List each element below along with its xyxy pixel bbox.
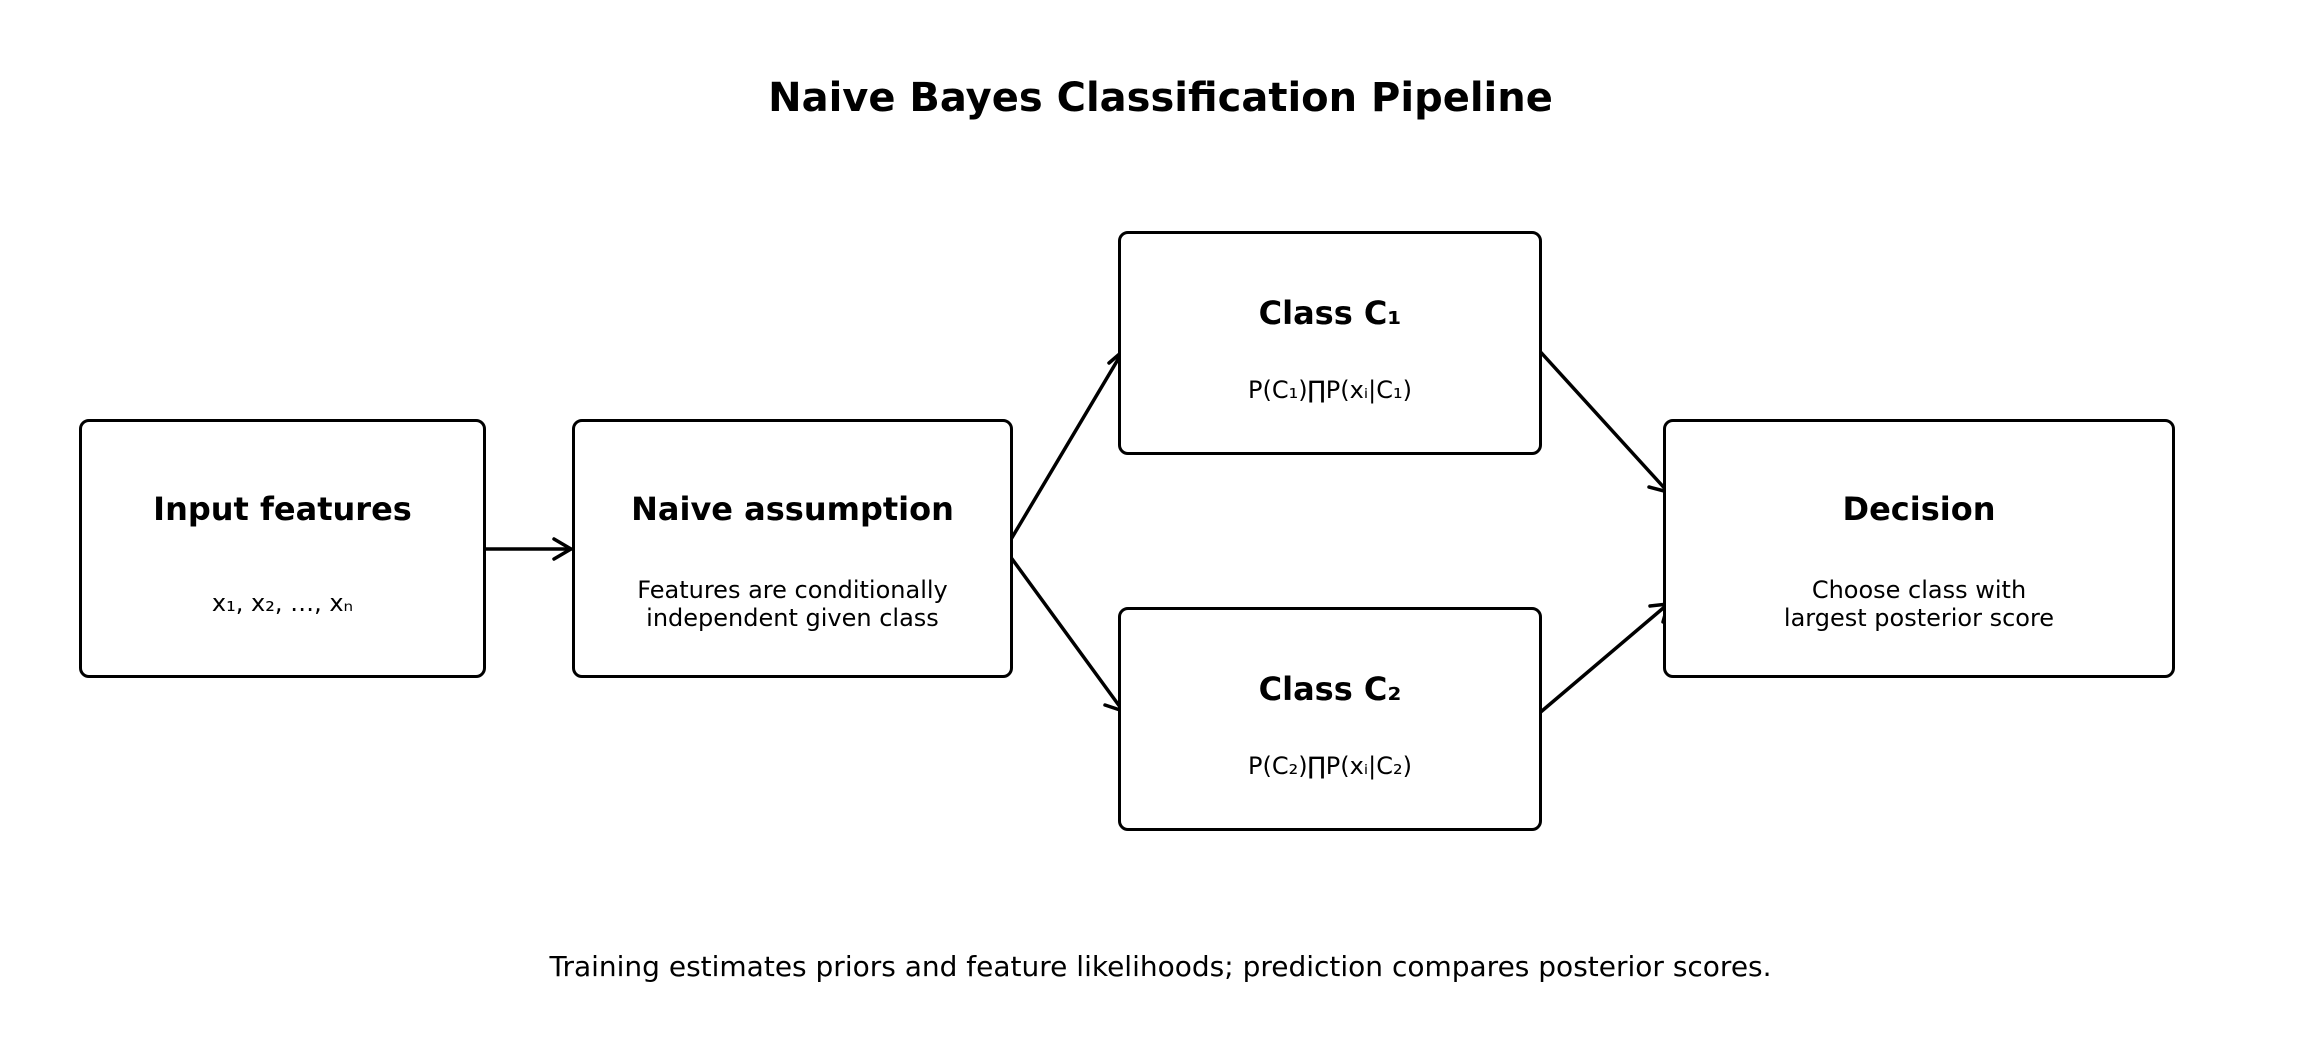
arrow-assumption-to-class2 — [1005, 550, 1125, 713]
arrow-class2-to-decision — [1534, 602, 1670, 718]
arrow-assumption-to-class1 — [1005, 349, 1126, 548]
decision-body: Choose class with largest posterior scor… — [1783, 576, 2055, 632]
arrow-class1-to-decision — [1534, 345, 1670, 494]
decision-title: Decision — [1842, 490, 1996, 528]
diagram-title: Naive Bayes Classification Pipeline — [768, 75, 1553, 121]
class-c2-node: Class C₂ P(C₂)∏P(xᵢ|C₂) — [1118, 607, 1542, 831]
footnote-caption: Training estimates priors and feature li… — [549, 950, 1772, 983]
naive-assumption-node: Naive assumption Features are conditiona… — [572, 419, 1013, 678]
decision-node: Decision Choose class with largest poste… — [1663, 419, 2175, 678]
input-features-node: Input features x₁, x₂, …, xₙ — [79, 419, 486, 678]
class-c1-title: Class C₁ — [1258, 294, 1402, 332]
input-features-body: x₁, x₂, …, xₙ — [211, 589, 354, 617]
naive-assumption-body: Features are conditionally independent g… — [637, 576, 948, 632]
class-c2-formula: P(C₂)∏P(xᵢ|C₂) — [1248, 752, 1412, 780]
input-features-title: Input features — [153, 490, 412, 528]
naive-assumption-title: Naive assumption — [631, 490, 954, 528]
arrow-input-to-assumption — [479, 537, 573, 561]
class-c1-formula: P(C₁)∏P(xᵢ|C₁) — [1248, 376, 1412, 404]
class-c1-node: Class C₁ P(C₁)∏P(xᵢ|C₁) — [1118, 231, 1542, 455]
class-c2-title: Class C₂ — [1258, 670, 1402, 708]
